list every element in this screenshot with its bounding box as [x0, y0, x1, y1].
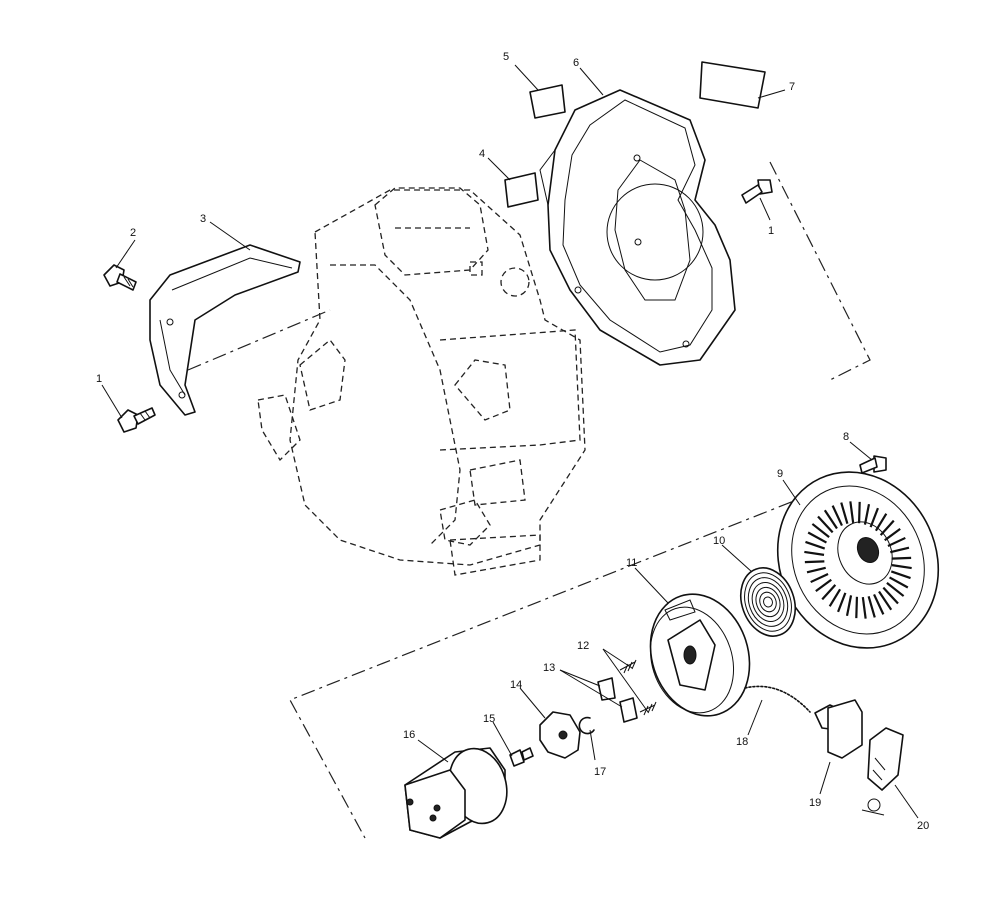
vent-slot	[840, 502, 849, 524]
vent-slot	[882, 586, 899, 605]
vent-slot	[845, 595, 853, 617]
vent-slot	[804, 550, 825, 556]
part-3-shroud-bracket	[149, 244, 301, 416]
vent-slot	[861, 596, 867, 619]
callout-1-right: 1	[768, 225, 774, 237]
spring-coil	[751, 582, 785, 622]
vent-slot	[884, 527, 901, 542]
part-15-screw	[509, 747, 534, 767]
part-7-label-plate	[699, 61, 766, 109]
vent-slot	[817, 515, 834, 534]
vent-slot	[887, 536, 906, 548]
callout-13: 13	[543, 662, 555, 674]
callout-1-left: 1	[96, 373, 102, 385]
part-5-label-plate	[529, 84, 566, 119]
callout-8: 8	[843, 431, 849, 443]
callout-12: 12	[577, 640, 589, 652]
part-13-pawls	[597, 677, 638, 723]
vent-slot	[878, 590, 893, 611]
vent-slot	[810, 572, 829, 584]
vent-slot	[849, 501, 855, 524]
part-20-rope-grip	[861, 727, 904, 816]
spring-coil	[747, 577, 789, 627]
callout-4: 4	[479, 148, 485, 160]
callout-11: 11	[626, 557, 637, 569]
vent-slot	[828, 588, 842, 607]
part-18-starter-rope	[744, 685, 811, 713]
engine-block	[257, 187, 586, 576]
part-11-starter-pulley	[649, 593, 751, 717]
callout-9: 9	[777, 468, 783, 480]
vent-slot	[821, 584, 837, 601]
vent-slot	[869, 507, 879, 528]
part-1-bolt-right	[741, 179, 773, 204]
vent-slot	[886, 581, 905, 597]
callout-7: 7	[789, 81, 795, 93]
callout-labels: 1 2 3 4 5 6 7 1 8 9 10 11 12 13 14 15 16…	[96, 51, 929, 832]
callout-5: 5	[503, 51, 509, 63]
callout-2: 2	[130, 227, 136, 239]
vent-slot	[837, 592, 847, 613]
callout-6: 6	[573, 57, 579, 69]
part-6-blower-housing	[539, 89, 736, 366]
vent-slot	[891, 556, 912, 560]
vent-slot	[890, 570, 911, 580]
part-17-clip	[578, 716, 595, 735]
vent-slot	[867, 596, 876, 618]
vent-slot	[831, 505, 843, 527]
vent-slot	[823, 509, 838, 530]
vent-slot	[879, 519, 895, 536]
part-10-recoil-spring	[739, 567, 797, 637]
part-8-bolt	[859, 455, 887, 474]
callout-19: 19	[809, 797, 821, 809]
callout-leaders	[101, 64, 919, 819]
callout-14: 14	[510, 679, 522, 691]
vent-slot	[891, 564, 912, 570]
spring-coil	[763, 596, 773, 608]
vent-slot	[811, 523, 830, 539]
vent-slot	[807, 531, 827, 544]
part-14-friction-plate	[539, 711, 581, 759]
vent-slot	[804, 560, 825, 564]
spring-coil	[759, 591, 777, 613]
callout-15: 15	[483, 713, 495, 725]
vent-slot	[857, 501, 861, 524]
callout-17: 17	[594, 766, 606, 778]
cover-vent-slots	[804, 501, 912, 619]
vent-slot	[873, 593, 885, 615]
vent-slot	[806, 566, 826, 574]
spring-coil	[744, 572, 792, 632]
part-4-label-plate	[504, 172, 539, 208]
callout-3: 3	[200, 213, 206, 225]
vent-slot	[805, 540, 826, 550]
part-2-bolt	[103, 264, 137, 291]
vent-slot	[874, 513, 888, 532]
callout-18: 18	[736, 736, 748, 748]
spring-coil	[755, 586, 781, 618]
callout-10: 10	[713, 535, 725, 547]
part-1-bolt-left	[117, 407, 156, 433]
part-16-starter-cup	[404, 747, 508, 839]
part-12-pawl-springs	[619, 659, 657, 716]
vent-slot	[889, 576, 909, 589]
vent-slot	[863, 503, 871, 525]
vent-slot	[815, 578, 832, 593]
callout-16: 16	[403, 729, 415, 741]
vent-slot	[855, 596, 859, 619]
part-19-rope-handle	[814, 699, 863, 759]
callout-20: 20	[917, 820, 929, 832]
vent-slot	[890, 546, 910, 554]
